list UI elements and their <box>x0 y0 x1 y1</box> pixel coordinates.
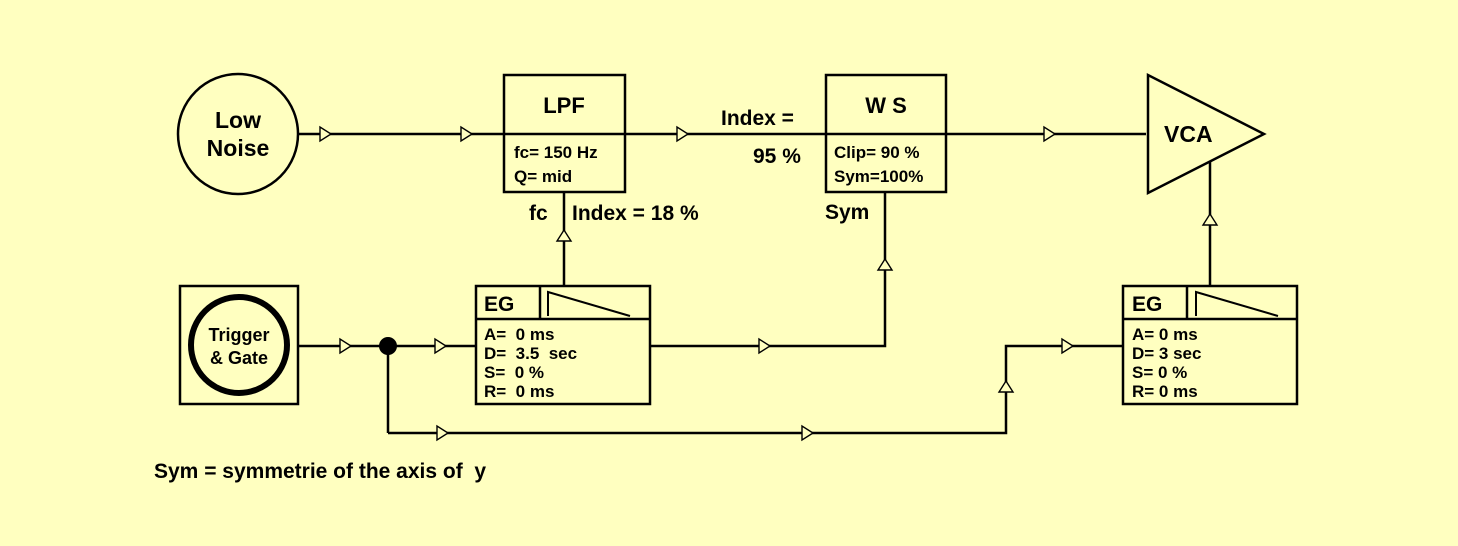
trigger-gate-node: Trigger & Gate <box>178 284 300 406</box>
trigger-gate-label-line2: & Gate <box>210 348 268 368</box>
eg1-param-decay: D= 3.5 sec <box>484 344 577 363</box>
eg2-param-sustain: S= 0 % <box>1132 363 1187 382</box>
arrow-right-icon <box>319 125 333 143</box>
lpf-node: LPF fc= 150 Hz Q= mid <box>502 73 627 194</box>
arrow-up-icon <box>876 257 894 271</box>
low-noise-node: Low Noise <box>176 72 300 196</box>
vca-triangle <box>1146 72 1267 196</box>
vca-node: VCA <box>1146 72 1267 196</box>
ws-sym-input-label: Sym <box>825 201 869 224</box>
lpf-fc-input-label: fc <box>529 202 548 225</box>
eg1-title: EG <box>484 293 514 316</box>
lpf-title: LPF <box>543 93 585 118</box>
eg2-box <box>1121 284 1299 406</box>
eg1-box <box>474 284 652 406</box>
arrow-right-icon <box>676 125 690 143</box>
arrow-right-icon <box>801 424 815 442</box>
trigger-ring-icon <box>188 294 290 396</box>
lpf-param-q: Q= mid <box>514 167 572 186</box>
arrow-up-icon <box>1201 212 1219 226</box>
eg2-title: EG <box>1132 293 1162 316</box>
envelope-shape-icon <box>1195 290 1279 317</box>
ws-param-clip: Clip= 90 % <box>834 143 920 162</box>
arrow-up-icon <box>555 228 573 242</box>
ws-index-value: 95 % <box>753 145 801 168</box>
arrow-right-icon <box>1061 337 1075 355</box>
arrow-right-icon <box>339 337 353 355</box>
low-noise-label-line1: Low <box>215 107 261 133</box>
annotations: Index = 95 % fc Index = 18 % Sym Sym = s… <box>154 107 869 483</box>
trigger-gate-label-line1: Trigger <box>208 325 269 345</box>
trigger-gate-box <box>178 284 300 406</box>
wires <box>298 132 1212 435</box>
wire-eg1-to-ws-sym <box>650 192 887 348</box>
eg2-param-attack: A= 0 ms <box>1132 325 1198 344</box>
arrowheads <box>319 125 1219 442</box>
eg1-param-release: R= 0 ms <box>484 382 554 401</box>
ws-node: W S Clip= 90 % Sym=100% <box>824 73 948 194</box>
ws-index-label: Index = <box>721 107 794 130</box>
ws-param-sym: Sym=100% <box>834 167 923 186</box>
vca-title: VCA <box>1164 121 1213 147</box>
arrow-right-icon <box>1043 125 1057 143</box>
arrow-right-icon <box>460 125 474 143</box>
lpf-param-fc: fc= 150 Hz <box>514 143 598 162</box>
arrow-up-icon <box>997 379 1015 393</box>
arrow-right-icon <box>758 337 772 355</box>
low-noise-label-line2: Noise <box>207 135 270 161</box>
junction-dot <box>379 337 397 355</box>
eg2-node: EG A= 0 ms D= 3 sec S= 0 % R= 0 ms <box>1121 284 1299 406</box>
arrow-right-icon <box>434 337 448 355</box>
low-noise-circle <box>176 72 300 196</box>
footnote: Sym = symmetrie of the axis of y <box>154 460 486 483</box>
eg2-param-release: R= 0 ms <box>1132 382 1198 401</box>
eg1-param-sustain: S= 0 % <box>484 363 544 382</box>
lpf-index-label: Index = 18 % <box>572 202 699 225</box>
eg1-node: EG A= 0 ms D= 3.5 sec S= 0 % R= 0 ms <box>474 284 652 406</box>
arrow-right-icon <box>436 424 450 442</box>
envelope-shape-icon <box>547 290 631 317</box>
eg2-param-decay: D= 3 sec <box>1132 344 1201 363</box>
ws-title: W S <box>865 93 907 118</box>
eg1-param-attack: A= 0 ms <box>484 325 554 344</box>
